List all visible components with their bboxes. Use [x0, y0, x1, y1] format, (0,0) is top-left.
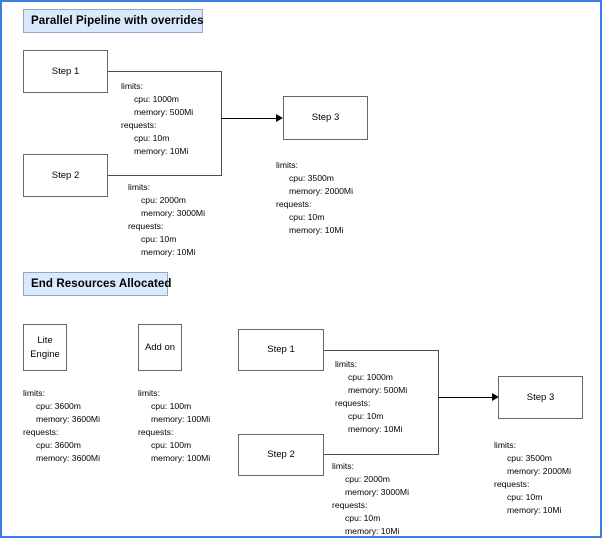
requests-cpu: cpu: 10m	[345, 513, 381, 524]
limits-cpu: cpu: 1000m	[134, 94, 179, 105]
resources-bottom-step-1: limits: cpu: 1000m memory: 500Mi request…	[335, 358, 407, 436]
limits-memory: memory: 500Mi	[134, 107, 194, 118]
node-bottom-step-1[interactable]: Step 1	[238, 329, 324, 371]
resources-top-step-3: limits: cpu: 3500m memory: 2000Mi reques…	[276, 159, 353, 237]
limits-memory: memory: 2000Mi	[507, 466, 571, 477]
limits-label: limits:	[121, 81, 143, 91]
resources-lite-engine: limits: cpu: 3600m memory: 3600Mi reques…	[23, 387, 100, 465]
requests-memory: memory: 10Mi	[141, 247, 196, 258]
limits-cpu: cpu: 3500m	[507, 453, 552, 464]
limits-memory: memory: 100Mi	[151, 414, 211, 425]
requests-label: requests:	[332, 500, 368, 511]
limits-label: limits:	[335, 359, 357, 369]
limits-cpu: cpu: 3500m	[289, 173, 334, 184]
section-title-parallel-pipeline: Parallel Pipeline with overrides	[23, 9, 203, 33]
limits-label: limits:	[138, 388, 160, 398]
node-top-step-3[interactable]: Step 3	[283, 96, 368, 140]
requests-memory: memory: 3600Mi	[36, 453, 100, 464]
requests-cpu: cpu: 10m	[507, 492, 543, 503]
requests-cpu: cpu: 10m	[348, 411, 384, 422]
requests-label: requests:	[121, 120, 157, 131]
limits-label: limits:	[23, 388, 45, 398]
requests-cpu: cpu: 10m	[289, 212, 325, 223]
node-bottom-step-1-label: Step 1	[267, 344, 295, 356]
requests-cpu: cpu: 3600m	[36, 440, 81, 451]
arrowhead-top-step3	[276, 114, 283, 122]
requests-cpu: cpu: 100m	[151, 440, 192, 451]
requests-memory: memory: 10Mi	[345, 526, 400, 537]
connector-bottom-step1-horizontal	[324, 350, 439, 351]
node-bottom-step-3-label: Step 3	[526, 391, 555, 403]
limits-cpu: cpu: 1000m	[348, 372, 393, 383]
requests-label: requests:	[335, 398, 371, 409]
requests-memory: memory: 10Mi	[507, 505, 562, 516]
limits-cpu: cpu: 3600m	[36, 401, 81, 412]
connector-top-step2-horizontal	[108, 175, 222, 176]
node-top-step-1[interactable]: Step 1	[23, 50, 108, 93]
resources-top-step-2: limits: cpu: 2000m memory: 3000Mi reques…	[128, 181, 205, 259]
connector-top-vertical	[221, 71, 222, 175]
requests-memory: memory: 10Mi	[134, 146, 189, 157]
limits-memory: memory: 500Mi	[348, 385, 408, 396]
limits-label: limits:	[494, 440, 516, 450]
requests-memory: memory: 10Mi	[348, 424, 403, 435]
resources-top-step-1: limits: cpu: 1000m memory: 500Mi request…	[121, 80, 193, 158]
requests-cpu: cpu: 10m	[141, 234, 177, 245]
requests-label: requests:	[138, 427, 174, 438]
connector-top-to-step3	[221, 118, 277, 120]
requests-memory: memory: 100Mi	[151, 453, 211, 464]
node-add-on-label: Add on	[144, 341, 176, 353]
connector-bottom-to-step3	[438, 397, 493, 399]
node-top-step-2[interactable]: Step 2	[23, 154, 108, 197]
resources-bottom-step-2: limits: cpu: 2000m memory: 3000Mi reques…	[332, 460, 409, 537]
requests-label: requests:	[128, 221, 164, 232]
node-bottom-step-2[interactable]: Step 2	[238, 434, 324, 476]
connector-bottom-vertical	[438, 350, 439, 455]
section-title-end-resources-label: End Resources Allocated	[31, 278, 172, 290]
node-lite-engine-label-line1: Lite	[37, 334, 53, 346]
limits-label: limits:	[332, 461, 354, 471]
node-add-on[interactable]: Add on	[138, 324, 182, 371]
requests-label: requests:	[276, 199, 312, 210]
limits-memory: memory: 3600Mi	[36, 414, 100, 425]
arrowhead-bottom-step3	[492, 393, 499, 401]
limits-memory: memory: 3000Mi	[345, 487, 409, 498]
requests-label: requests:	[23, 427, 59, 438]
node-bottom-step-3[interactable]: Step 3	[498, 376, 583, 419]
limits-label: limits:	[276, 160, 298, 170]
resources-add-on: limits: cpu: 100m memory: 100Mi requests…	[138, 387, 210, 465]
requests-label: requests:	[494, 479, 530, 490]
limits-memory: memory: 2000Mi	[289, 186, 353, 197]
node-top-step-3-label: Step 3	[311, 112, 340, 124]
section-title-end-resources: End Resources Allocated	[23, 272, 171, 296]
limits-label: limits:	[128, 182, 150, 192]
requests-cpu: cpu: 10m	[134, 133, 170, 144]
limits-cpu: cpu: 2000m	[141, 195, 186, 206]
section-title-parallel-pipeline-label: Parallel Pipeline with overrides	[31, 15, 204, 27]
limits-cpu: cpu: 2000m	[345, 474, 390, 485]
node-bottom-step-2-label: Step 2	[267, 449, 295, 461]
resources-bottom-step-3: limits: cpu: 3500m memory: 2000Mi reques…	[494, 439, 571, 517]
node-top-step-1-label: Step 1	[51, 65, 80, 77]
node-lite-engine-label-line2: Engine	[30, 348, 60, 360]
limits-memory: memory: 3000Mi	[141, 208, 205, 219]
limits-cpu: cpu: 100m	[151, 401, 192, 412]
connector-bottom-step2-horizontal	[324, 454, 439, 455]
node-top-step-2-label: Step 2	[51, 169, 80, 181]
node-lite-engine[interactable]: Lite Engine	[23, 324, 67, 371]
requests-memory: memory: 10Mi	[289, 225, 344, 236]
connector-top-step1-horizontal	[108, 71, 222, 72]
